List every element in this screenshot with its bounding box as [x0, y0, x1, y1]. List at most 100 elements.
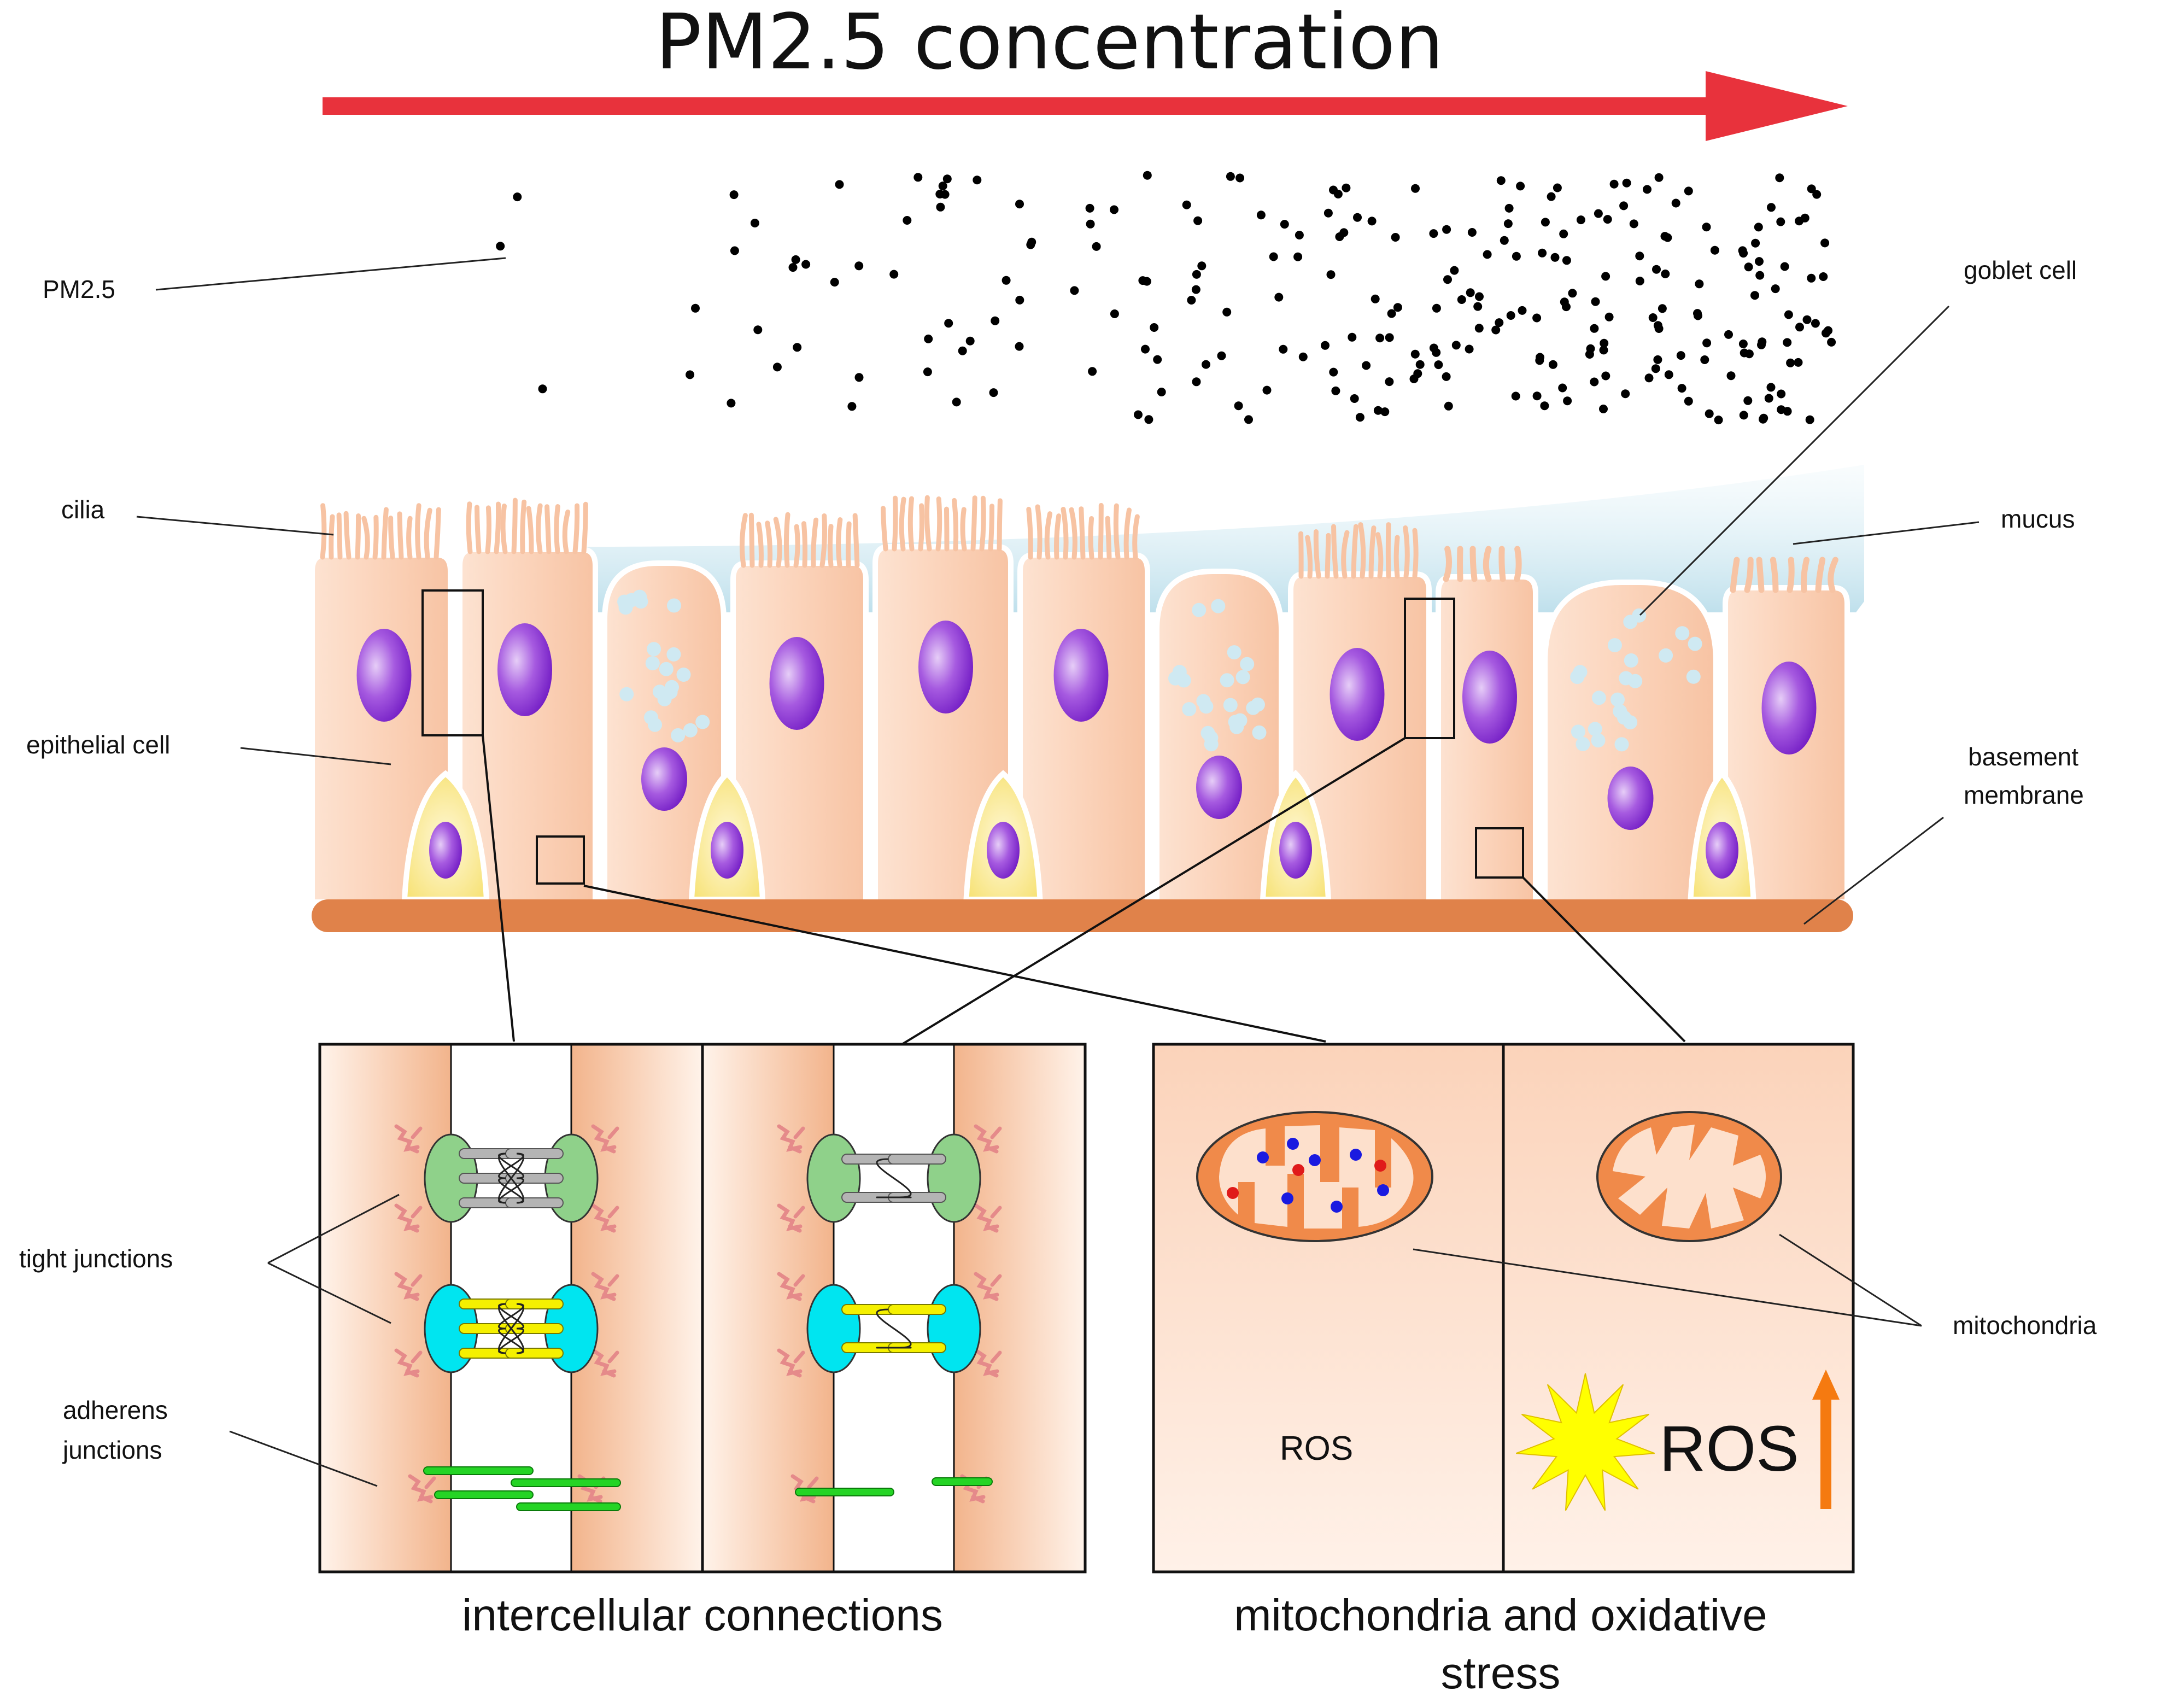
pm25-particle — [1755, 271, 1765, 280]
actin — [777, 1124, 805, 1154]
pm25-particle — [1619, 201, 1629, 210]
pm25-particle — [1562, 256, 1571, 265]
pm25-particle — [801, 260, 811, 269]
pm25-particle — [1134, 410, 1143, 419]
junction-links — [498, 1153, 524, 1204]
link — [498, 1303, 524, 1354]
pm25-particle — [1764, 394, 1773, 403]
pm25-particle — [1339, 228, 1349, 237]
pm25-particle — [496, 242, 505, 251]
pm25-particle — [936, 202, 945, 212]
pm25-particle — [730, 246, 739, 255]
pm25-particle — [989, 388, 998, 397]
cadherin — [795, 1488, 894, 1496]
cilium — [970, 495, 977, 552]
cilium — [1054, 513, 1062, 560]
cilium — [1069, 507, 1077, 560]
cilium — [1469, 546, 1478, 582]
pm25-particle — [1415, 360, 1425, 369]
cilia — [320, 503, 441, 560]
pm25-particle — [1766, 383, 1776, 392]
pm25-particle — [729, 190, 739, 200]
basal-cell — [1688, 769, 1756, 902]
cilium — [1375, 532, 1384, 579]
nucleus — [1462, 651, 1517, 744]
pm25-particle — [1197, 261, 1207, 271]
goblet-cell — [602, 560, 727, 905]
cilium — [1358, 522, 1366, 579]
cilium — [526, 506, 534, 554]
pm25-particle — [1671, 198, 1680, 208]
pm25-particle — [1629, 219, 1638, 229]
granule — [652, 685, 667, 699]
cilium — [536, 503, 543, 554]
crista — [1613, 1125, 1766, 1229]
pm25-particle — [1409, 375, 1419, 383]
pm25-particle — [1280, 220, 1289, 229]
pm25-particle — [1700, 355, 1709, 364]
pm25-particle — [1702, 338, 1712, 348]
pm25-particle — [1491, 325, 1501, 335]
pm25-particle — [1512, 251, 1521, 261]
pm25-particle — [1015, 342, 1024, 351]
pm25-particle — [1191, 285, 1200, 294]
pm25-particle — [1432, 303, 1441, 313]
caption-mito-line2: stress — [1441, 1648, 1561, 1698]
pm25-particle — [750, 219, 759, 227]
basement-membrane — [312, 899, 1853, 932]
link — [498, 1153, 524, 1204]
panel-normal-mitochondria — [1152, 1043, 1505, 1574]
pm25-particle — [1222, 307, 1232, 317]
pm25-particle — [1411, 184, 1420, 193]
pm25-particle — [1092, 242, 1101, 251]
cilium — [827, 524, 834, 568]
goblet-cell-label: goblet cell — [1964, 256, 2077, 284]
pm25-particle — [1562, 302, 1571, 312]
cilium — [415, 503, 421, 560]
granule — [617, 594, 632, 609]
basal-cell — [1260, 769, 1332, 902]
pm25-particle — [1538, 248, 1547, 258]
cilium — [466, 501, 473, 554]
granule — [1182, 702, 1197, 717]
pm25-particle — [1827, 337, 1836, 347]
cilia — [1026, 502, 1140, 560]
cilium — [944, 506, 950, 552]
cilium — [1800, 557, 1810, 593]
pm25-particle — [1653, 321, 1662, 330]
pm25-particle — [1326, 270, 1336, 279]
pm25-particle — [1548, 360, 1557, 369]
adherens-junction-strands — [795, 1477, 993, 1496]
cilia — [466, 498, 588, 554]
cilium — [1351, 524, 1358, 579]
pm25-particle — [1684, 186, 1693, 196]
pm25-particle — [1202, 360, 1210, 369]
pm25-particle — [973, 176, 982, 185]
pm25-particle — [1759, 413, 1768, 423]
cell-body — [1017, 552, 1150, 905]
cilium — [1331, 524, 1339, 579]
cilium — [355, 513, 361, 560]
pm25-particle — [1193, 216, 1203, 225]
pm25-particle — [1355, 413, 1364, 422]
cilium — [1026, 506, 1033, 560]
caption-intercellular: intercellular connections — [462, 1590, 943, 1640]
pm25-particle — [1652, 265, 1661, 274]
pm25-particle — [1244, 415, 1253, 424]
pm25-particle — [1015, 200, 1024, 209]
granule — [1607, 638, 1622, 653]
pm25-particle — [913, 173, 923, 182]
pm25-particle — [1702, 223, 1711, 232]
granule — [1623, 615, 1638, 629]
actin — [777, 1203, 805, 1233]
cilium — [997, 498, 1003, 552]
pm25-particle — [1705, 409, 1714, 418]
pm25-particle — [1661, 270, 1670, 278]
cadherin — [932, 1477, 993, 1486]
granule — [695, 715, 710, 729]
nucleus — [1607, 767, 1654, 830]
nucleus — [1279, 822, 1312, 879]
cilium — [880, 506, 888, 552]
pm25-particle — [1442, 372, 1451, 381]
zoom-box-3 — [536, 835, 585, 885]
